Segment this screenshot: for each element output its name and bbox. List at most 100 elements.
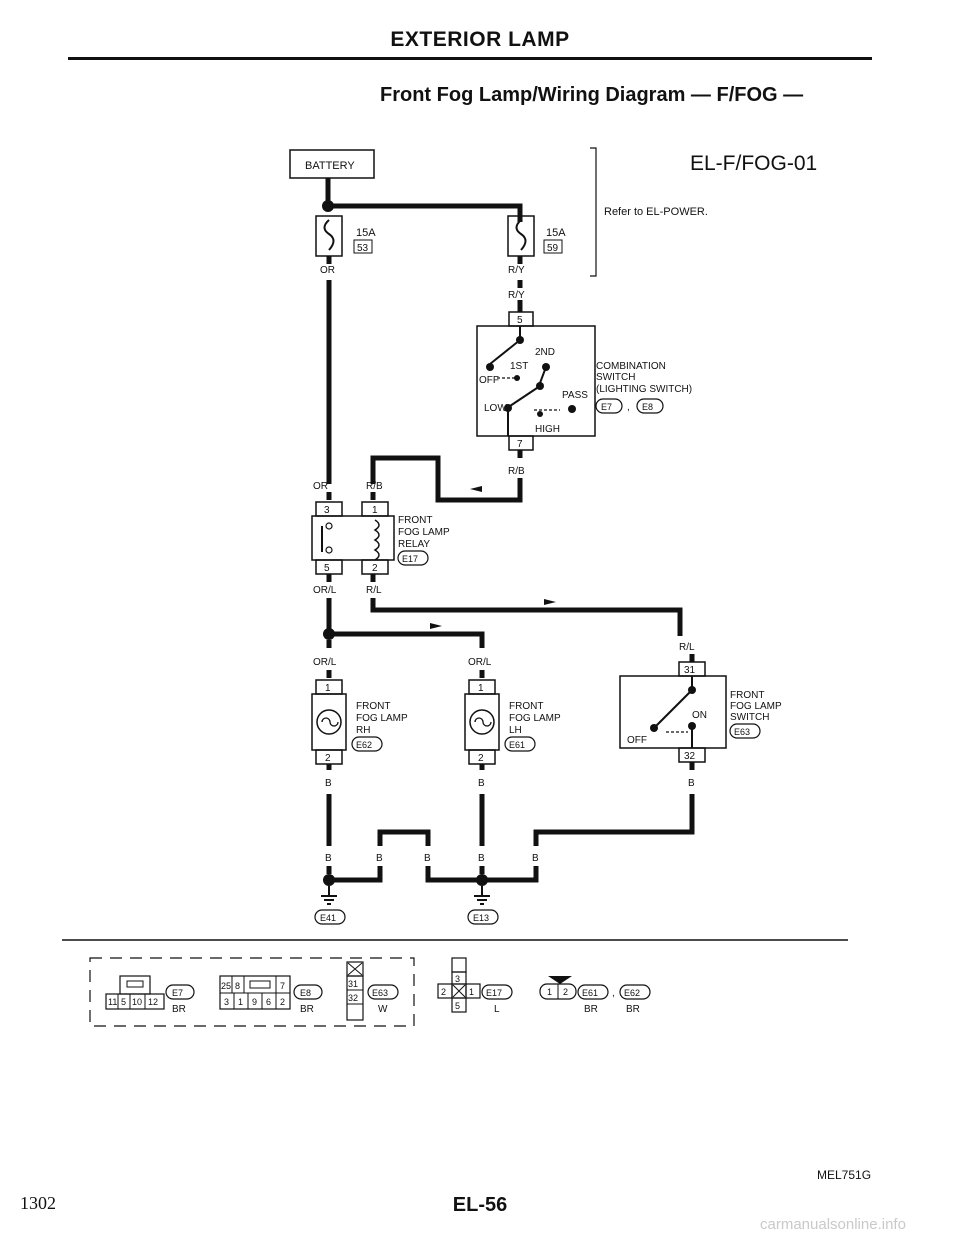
lamp-rh-name-1: FRONT <box>356 701 390 712</box>
fog-switch-name-1: FRONT <box>730 690 764 701</box>
header-rule <box>68 57 872 60</box>
svg-text:31: 31 <box>348 979 358 989</box>
svg-text:1: 1 <box>238 997 243 1007</box>
figure-code: MEL751G <box>817 1168 872 1182</box>
fog-switch-box <box>619 675 727 749</box>
ground-e41: E41 <box>320 913 336 923</box>
section-page: EL-56 <box>452 1194 508 1216</box>
legend-e17: E17 <box>486 988 502 998</box>
wire-rl-switch: R/L <box>679 642 695 653</box>
svg-text:2: 2 <box>325 753 331 764</box>
combo-name-2: SWITCH <box>596 372 635 383</box>
combo-conn-e8: E8 <box>642 402 653 412</box>
combination-switch-box <box>476 325 596 437</box>
lamp-lh-name-3: LH <box>509 725 522 736</box>
relay-name-3: RELAY <box>398 539 430 550</box>
ground-e13: E13 <box>473 913 489 923</box>
svg-text:BR: BR <box>626 1004 640 1015</box>
fog-switch-off: OFF <box>627 735 647 746</box>
combo-pos-off: OFF <box>479 375 499 386</box>
svg-text:W: W <box>378 1004 388 1015</box>
svg-text:9: 9 <box>252 997 257 1007</box>
fog-switch-on: ON <box>692 710 707 721</box>
combo-conn-e7: E7 <box>601 402 612 412</box>
svg-text:3: 3 <box>455 974 460 984</box>
wire-or-relay: OR <box>313 481 328 492</box>
fog-switch-name-3: SWITCH <box>730 712 769 723</box>
relay-name-1: FRONT <box>398 515 432 526</box>
legend-e7: E7 <box>172 988 183 998</box>
svg-text:1: 1 <box>469 987 474 997</box>
lamp-rh-name-3: RH <box>356 725 370 736</box>
combo-pin-7: 7 <box>517 439 523 450</box>
diagram-title: Front Fog Lamp/Wiring Diagram — F/FOG — <box>380 84 804 106</box>
svg-text:5: 5 <box>455 1001 460 1011</box>
wire-b-lh: B <box>478 778 485 789</box>
legend-e63: E63 <box>372 988 388 998</box>
combo-pin-5: 5 <box>517 315 523 326</box>
lamp-lh-bulb <box>469 709 495 735</box>
lamp-rh-bulb <box>316 709 342 735</box>
svg-text:1: 1 <box>372 505 378 516</box>
svg-text:3: 3 <box>224 997 229 1007</box>
svg-text:B: B <box>424 853 431 864</box>
svg-text:1: 1 <box>325 683 331 694</box>
svg-text:3: 3 <box>324 505 330 516</box>
svg-text:8: 8 <box>235 981 240 991</box>
combo-name-3: (LIGHTING SWITCH) <box>596 384 692 395</box>
svg-text:25: 25 <box>221 981 231 991</box>
combo-pos-pass: PASS <box>562 390 588 401</box>
battery-box <box>289 149 375 179</box>
ground-junction-right <box>476 874 488 886</box>
legend-e62: E62 <box>624 988 640 998</box>
relay-name-2: FOG LAMP <box>398 527 450 538</box>
wire-rb-relay: R/B <box>366 481 383 492</box>
combo-pos-1st: 1ST <box>510 361 528 372</box>
wire-ry-2: R/Y <box>508 290 525 301</box>
fuse-59-num: 59 <box>547 243 559 254</box>
legend-e8: E8 <box>300 988 311 998</box>
svg-text:2: 2 <box>372 563 378 574</box>
svg-text:5: 5 <box>121 997 126 1007</box>
combo-pos-2nd: 2ND <box>535 347 555 358</box>
svg-text:32: 32 <box>684 751 696 762</box>
page-number: 1302 <box>20 1193 56 1213</box>
fuse-53-num: 53 <box>357 243 369 254</box>
lamp-lh-conn: E61 <box>509 740 525 750</box>
svg-text:B: B <box>376 853 383 864</box>
wire-b-switch: B <box>688 778 695 789</box>
svg-text:B: B <box>478 853 485 864</box>
fuse-53-amp: 15A <box>356 227 376 239</box>
svg-text:B: B <box>532 853 539 864</box>
combo-pos-high: HIGH <box>535 424 560 435</box>
fog-switch-name-2: FOG LAMP <box>730 701 782 712</box>
lamp-lh-name-1: FRONT <box>509 701 543 712</box>
svg-text:B: B <box>325 853 332 864</box>
svg-text:1: 1 <box>478 683 484 694</box>
refer-note: Refer to EL-POWER. <box>604 206 708 218</box>
relay-conn: E17 <box>402 554 418 564</box>
svg-text:L: L <box>494 1004 500 1015</box>
wire-ry-1: R/Y <box>508 265 525 276</box>
fuse-59-amp: 15A <box>546 227 566 239</box>
fog-switch-conn: E63 <box>734 727 750 737</box>
combo-name-1: COMBINATION <box>596 361 666 372</box>
lamp-lh-name-2: FOG LAMP <box>509 713 561 724</box>
section-title: EXTERIOR LAMP <box>390 28 570 51</box>
svg-text:2: 2 <box>441 987 446 997</box>
wire-or-top: OR <box>320 265 335 276</box>
combo-pos-low: LOW <box>484 403 507 414</box>
wire-rb-right: R/B <box>508 466 525 477</box>
relay-box <box>311 515 395 561</box>
svg-text:7: 7 <box>280 981 285 991</box>
svg-text:31: 31 <box>684 665 696 676</box>
diagram-code: EL-F/FOG-01 <box>690 152 817 175</box>
legend-e61: E61 <box>582 988 598 998</box>
svg-text:32: 32 <box>348 993 358 1003</box>
svg-text:5: 5 <box>324 563 330 574</box>
svg-text:2: 2 <box>478 753 484 764</box>
wire-rl-relay: R/L <box>366 585 382 596</box>
svg-text:BR: BR <box>172 1004 186 1015</box>
svg-text:2: 2 <box>280 997 285 1007</box>
